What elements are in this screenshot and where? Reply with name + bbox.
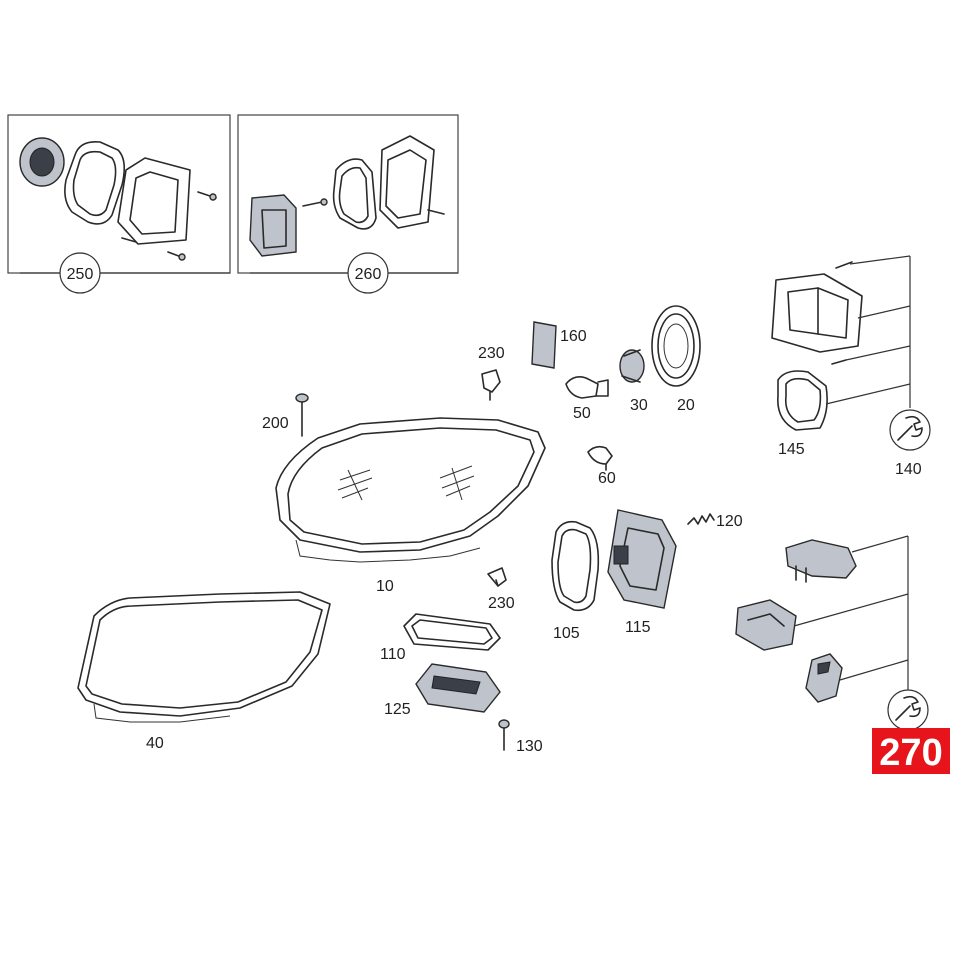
label-50: 50 xyxy=(573,405,591,422)
socket-30: 30 xyxy=(619,349,648,414)
label-10: 10 xyxy=(376,578,394,595)
wrench-icon xyxy=(889,409,931,451)
clip-230-top: 230 xyxy=(478,345,505,401)
lens-cover: 40 xyxy=(77,591,331,752)
clip-230-bottom: 230 xyxy=(487,567,515,612)
label-125: 125 xyxy=(384,701,411,718)
bulb-60: 60 xyxy=(587,445,616,487)
highlight-label-270: 270 xyxy=(872,728,950,774)
label-140: 140 xyxy=(895,461,922,478)
wrench-icon xyxy=(887,689,929,731)
label-30: 30 xyxy=(630,397,648,414)
label-40: 40 xyxy=(146,735,164,752)
label-230-bottom: 230 xyxy=(488,595,515,612)
label-145: 145 xyxy=(778,441,805,458)
group-270: 270 xyxy=(735,535,950,774)
label-115: 115 xyxy=(625,619,651,636)
inset-250: 250 xyxy=(7,114,231,294)
screw-120: 120 xyxy=(687,513,743,530)
inset-label-260: 260 xyxy=(355,266,382,283)
inset-label-250: 250 xyxy=(67,266,94,283)
control-unit-115: 115 xyxy=(607,509,677,636)
label-20: 20 xyxy=(677,397,695,414)
label-120: 120 xyxy=(716,513,743,530)
screw-130: 130 xyxy=(498,719,543,755)
gasket-110: 110 xyxy=(380,613,501,663)
bulb-50: 50 xyxy=(565,376,609,422)
gasket-105: 105 xyxy=(551,520,600,642)
label-270: 270 xyxy=(879,732,942,774)
screw-200: 200 xyxy=(262,393,309,437)
inset-260: 260 xyxy=(237,114,459,294)
label-60: 60 xyxy=(598,470,616,487)
module-125: 125 xyxy=(384,663,501,718)
label-200: 200 xyxy=(262,415,289,432)
label-160: 160 xyxy=(560,328,587,345)
headlamp-housing: 10 xyxy=(275,417,546,595)
cap-20: 20 xyxy=(651,305,701,414)
label-230-top: 230 xyxy=(478,345,505,362)
card-160: 160 xyxy=(531,321,587,369)
group-140: 145 140 xyxy=(771,255,931,478)
label-105: 105 xyxy=(553,625,580,642)
label-130: 130 xyxy=(516,738,543,755)
label-110: 110 xyxy=(380,646,406,663)
